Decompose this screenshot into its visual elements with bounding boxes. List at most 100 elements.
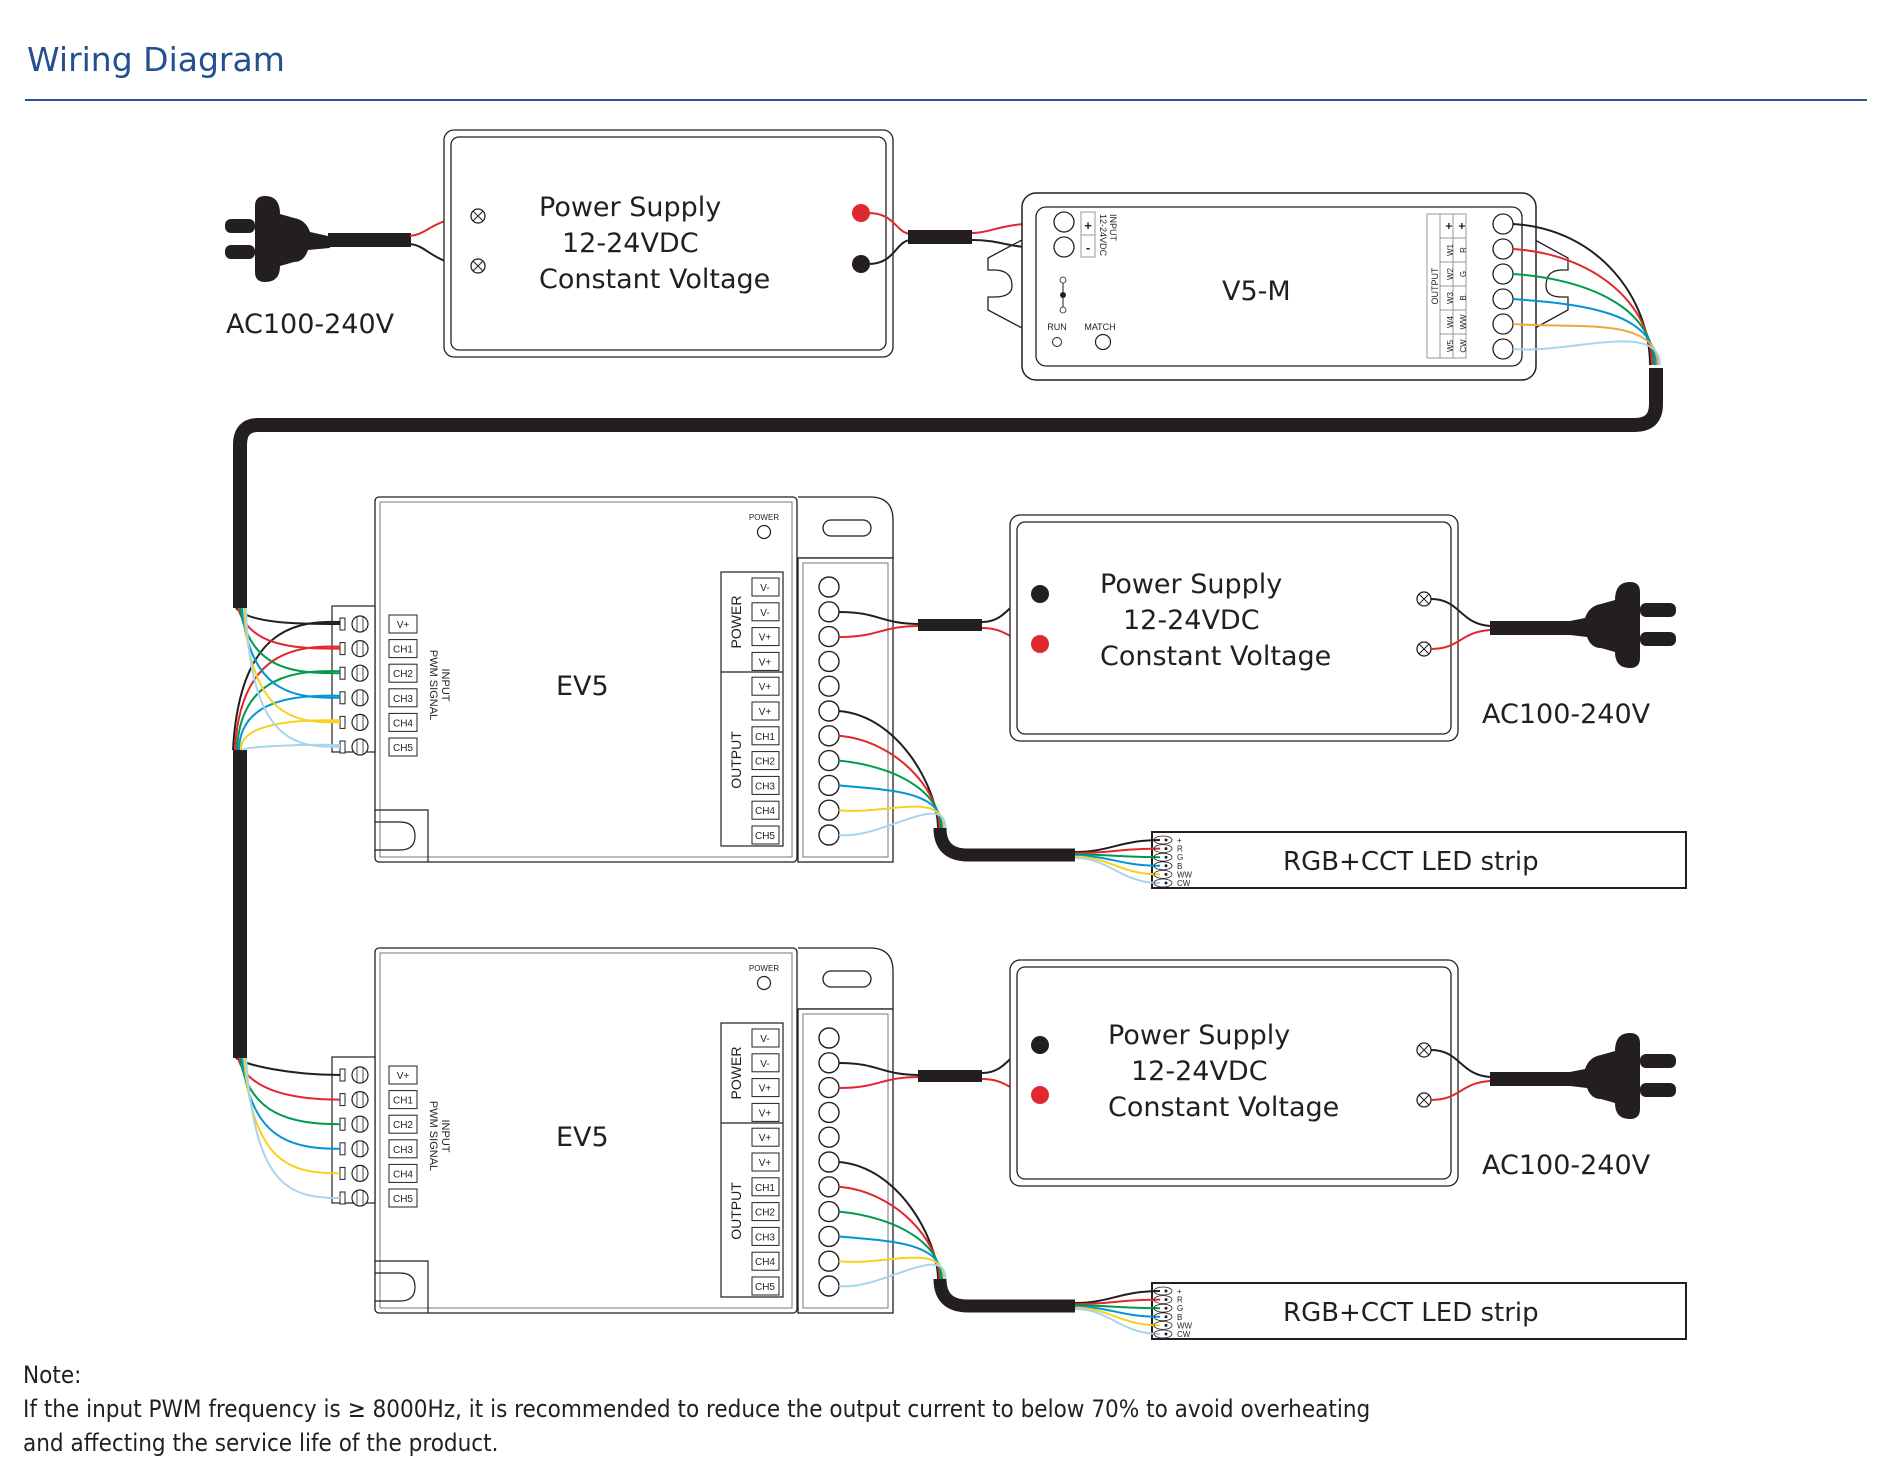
trunk-cable-1 <box>233 368 1663 608</box>
output-terminal-plus <box>1492 213 1514 235</box>
screw-terminal <box>818 749 840 772</box>
screw-terminal <box>818 1126 840 1148</box>
power-cable <box>918 619 982 631</box>
plug-body-icon <box>1570 582 1640 668</box>
power-cord <box>1490 1072 1572 1086</box>
note-line-1: If the input PWM frequency is ≥ 8000Hz, … <box>23 1395 1371 1423</box>
strip-pin-label: CW <box>1177 879 1191 888</box>
power-cord <box>328 233 411 247</box>
strip-pad <box>1153 835 1173 845</box>
input-terminal-label: V+ <box>397 1071 410 1082</box>
output-terminal-label: V- <box>760 1059 769 1070</box>
output-terminal-label: V+ <box>759 1084 772 1095</box>
screw-icon <box>351 1115 369 1133</box>
output-rgb-label: WW <box>1459 314 1468 330</box>
strip-wire <box>1074 1308 1161 1335</box>
psu-type: Constant Voltage <box>539 264 770 295</box>
input-terminal-positive <box>1053 211 1075 233</box>
strip-pad <box>1153 1286 1173 1296</box>
screw-terminal <box>818 1225 840 1248</box>
screw-terminal-icon <box>470 208 486 224</box>
strip-pad <box>1153 861 1173 871</box>
screw-icon <box>351 1164 369 1183</box>
power-group-label: POWER <box>728 596 744 649</box>
ac-voltage-label: AC100-240V <box>1482 699 1651 730</box>
input-wire-out <box>236 670 341 751</box>
strip-wire <box>1074 855 1161 876</box>
output-w-label: + <box>1442 222 1456 229</box>
dc-negative-terminal-icon <box>852 255 870 273</box>
screw-icon <box>351 1189 369 1207</box>
input-wire-out <box>234 645 341 751</box>
match-button[interactable] <box>1094 333 1112 351</box>
output-wire <box>838 1161 939 1280</box>
strip-wire <box>1074 839 1161 853</box>
output-terminal-label: V+ <box>759 657 772 668</box>
output-terminal-label: CH3 <box>755 1232 775 1243</box>
output-terminal-label: V- <box>760 583 769 594</box>
strip-pin-label: WW <box>1177 1321 1193 1330</box>
psu-title: Power Supply <box>539 192 721 223</box>
strip-pin-label: + <box>1177 836 1182 845</box>
power-wire-positive <box>838 1076 921 1089</box>
dc-cable <box>908 230 972 244</box>
input-sub-label: PWM SIGNAL <box>427 1101 439 1171</box>
output-terminal-label: CH3 <box>755 781 775 792</box>
plug-prong-icon <box>225 245 255 259</box>
screw-terminal-icon <box>1416 1042 1432 1058</box>
screw-terminal <box>818 1052 840 1074</box>
led-strip-label: RGB+CCT LED strip <box>1283 847 1539 877</box>
screw-terminal <box>818 1250 840 1272</box>
strip-wire <box>1074 854 1161 867</box>
mounting-slot <box>822 519 872 537</box>
strip-pad <box>1153 1329 1173 1339</box>
output-group-label: OUTPUT <box>728 1182 744 1240</box>
screw-terminal <box>818 799 840 821</box>
screw-terminal <box>818 700 840 722</box>
page-title: Wiring Diagram <box>27 40 285 79</box>
screw-icon <box>351 1066 369 1084</box>
input-label: INPUT <box>439 669 451 702</box>
output-terminal-label: CH2 <box>755 757 775 768</box>
controller-name: V5-M <box>1222 276 1291 307</box>
input-minus-label: - <box>1086 240 1090 255</box>
screw-icon <box>351 1140 369 1158</box>
screw-terminal-icon <box>1416 1092 1432 1108</box>
output-terminal-label: CH4 <box>755 1257 775 1268</box>
output-terminal-cw <box>1492 338 1514 360</box>
psu-title: Power Supply <box>1108 1020 1290 1051</box>
output-w-label: W2 <box>1446 267 1455 280</box>
input-terminal-label: CH5 <box>393 1194 413 1205</box>
dc-negative-terminal-icon <box>1031 1036 1049 1054</box>
screw-terminal <box>818 1027 840 1049</box>
amplifier-name: EV5 <box>556 671 609 702</box>
input-sub-label: PWM SIGNAL <box>427 650 439 720</box>
plug-prong-icon <box>1640 1054 1676 1068</box>
input-terminal-label: CH3 <box>393 1145 413 1156</box>
strip-pin-label: B <box>1177 1313 1182 1322</box>
input-terminal-label: CH2 <box>393 1120 413 1131</box>
strip-pin-label: R <box>1177 845 1183 854</box>
psu-voltage: 12-24VDC <box>1123 605 1260 636</box>
screw-terminal-icon <box>470 258 486 274</box>
strip-pad <box>1153 1295 1173 1304</box>
input-terminal-label: CH3 <box>393 694 413 705</box>
psu-type: Constant Voltage <box>1100 641 1331 672</box>
input-wire-in <box>235 1057 341 1076</box>
plug-body-icon <box>255 196 330 282</box>
output-terminal-label: V- <box>760 1034 769 1045</box>
run-label: RUN <box>1047 322 1067 332</box>
wire-dc-negative <box>867 239 911 265</box>
power-wire-negative <box>838 611 921 625</box>
output-terminal-ww <box>1492 313 1514 335</box>
ac-plug <box>1490 1033 1676 1119</box>
dc-positive-terminal-icon <box>1031 1086 1049 1104</box>
output-rgb-label: + <box>1455 222 1469 229</box>
screw-terminal <box>818 601 840 623</box>
ac-voltage-label: AC100-240V <box>1482 1150 1651 1181</box>
input-wire-in <box>245 607 341 748</box>
power-led-icon <box>756 975 772 991</box>
output-rgb-label: B <box>1459 295 1468 300</box>
